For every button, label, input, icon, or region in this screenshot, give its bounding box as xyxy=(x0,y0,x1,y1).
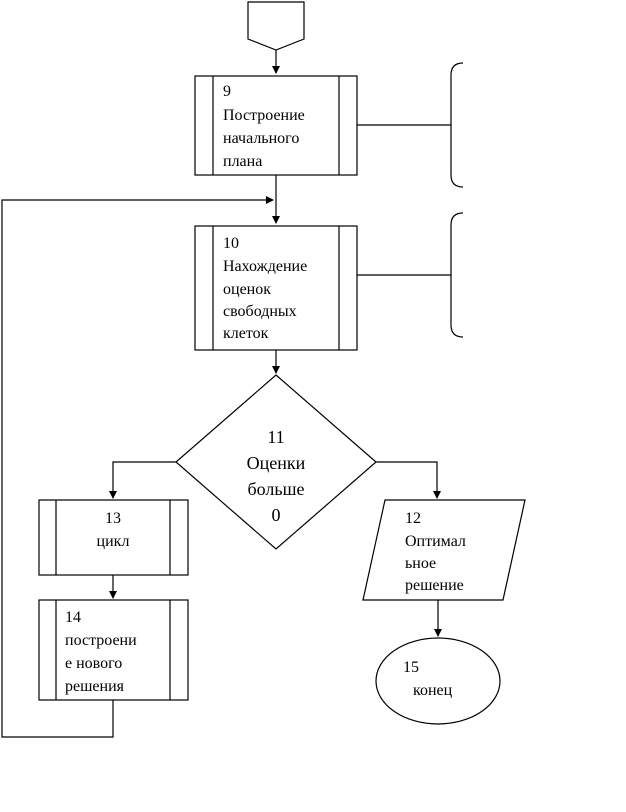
svg-text:0: 0 xyxy=(272,505,281,525)
node-12-line-3: решение xyxy=(405,577,464,594)
node-14-line-3: решения xyxy=(65,678,125,695)
node-11-line-1: Оценки xyxy=(247,453,306,473)
svg-text:начального: начального xyxy=(223,130,299,147)
node-14-line-1: построени xyxy=(65,632,137,649)
svg-text:конец: конец xyxy=(413,682,453,699)
node-12-line-0: 12 xyxy=(405,510,421,527)
edge-14-loop-to-10 xyxy=(1,196,274,738)
node-12-line-2: ьное xyxy=(405,555,436,572)
edge-11-to-13 xyxy=(109,461,176,499)
svg-text:14: 14 xyxy=(65,609,81,626)
svg-text:Оценки: Оценки xyxy=(247,453,306,473)
svg-text:11: 11 xyxy=(267,427,284,447)
svg-text:Нахождение: Нахождение xyxy=(223,258,307,275)
node-14: 14 построени е нового решения xyxy=(38,599,189,701)
node-14-line-2: е нового xyxy=(65,655,122,672)
svg-text:15: 15 xyxy=(403,659,419,676)
svg-text:плана: плана xyxy=(223,153,262,170)
node-10-line-3: свободных xyxy=(223,303,297,320)
node-13-line-1: цикл xyxy=(97,533,130,550)
node-9-line-0: 9 xyxy=(223,83,231,100)
node-13: 13 цикл xyxy=(38,499,189,576)
svg-text:больше: больше xyxy=(248,479,305,499)
annotation-9-bracket xyxy=(450,62,464,188)
node-11-line-0: 11 xyxy=(267,427,284,447)
svg-text:ьное: ьное xyxy=(405,555,436,572)
node-10-line-4: клеток xyxy=(223,325,269,342)
svg-text:е нового: е нового xyxy=(65,655,122,672)
node-11-line-3: 0 xyxy=(272,505,281,525)
svg-text:решение: решение xyxy=(405,577,464,594)
node-15-line-0: 15 xyxy=(403,659,419,676)
node-10: 10 Нахождение оценок свободных клеток xyxy=(194,225,358,351)
node-13-line-0: 13 xyxy=(105,510,121,527)
node-9-line-3: плана xyxy=(223,153,262,170)
node-10-line-2: оценок xyxy=(223,281,271,298)
svg-text:построени: построени xyxy=(65,632,137,649)
edge-11-to-12 xyxy=(376,461,441,499)
svg-text:13: 13 xyxy=(105,510,121,527)
svg-text:Построение: Построение xyxy=(223,107,305,124)
node-10-line-0: 10 xyxy=(223,235,239,252)
node-12: 12 Оптимал ьное решение xyxy=(362,499,526,601)
svg-text:12: 12 xyxy=(405,510,421,527)
svg-text:оценок: оценок xyxy=(223,281,271,298)
node-15: 15 конец xyxy=(375,637,501,725)
node-11: 11 Оценки больше 0 xyxy=(175,374,377,550)
node-15-line-1: конец xyxy=(413,682,453,699)
annotation-10-bracket xyxy=(450,212,464,338)
svg-text:цикл: цикл xyxy=(97,533,130,550)
node-14-line-0: 14 xyxy=(65,609,81,626)
node-9-line-1: Построение xyxy=(223,107,305,124)
node-11-line-2: больше xyxy=(248,479,305,499)
node-9: 9 Построение начального плана xyxy=(194,75,358,176)
svg-text:10: 10 xyxy=(223,235,239,252)
svg-text:свободных: свободных xyxy=(223,303,297,320)
svg-text:9: 9 xyxy=(223,83,231,100)
node-12-line-1: Оптимал xyxy=(405,533,466,550)
node-10-line-1: Нахождение xyxy=(223,258,307,275)
svg-text:решения: решения xyxy=(65,678,125,695)
node-9-line-2: начального xyxy=(223,130,299,147)
offpage-connector xyxy=(247,1,305,51)
svg-text:Оптимал: Оптимал xyxy=(405,533,466,550)
svg-text:клеток: клеток xyxy=(223,325,269,342)
